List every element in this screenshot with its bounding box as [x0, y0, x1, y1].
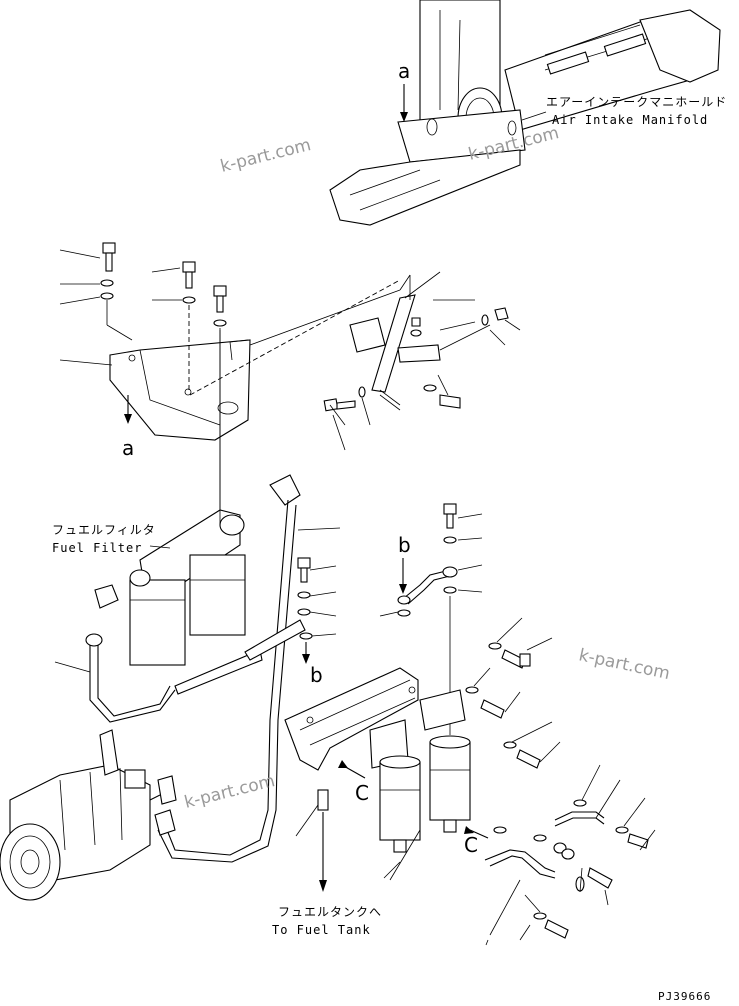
ref-b-top: b	[398, 533, 411, 594]
ref-a-bottom-label: a	[122, 436, 134, 460]
watermark-1: k-part.com	[218, 135, 313, 177]
bolt-mid-left: b	[297, 557, 337, 687]
manifold-label-en: Air Intake Manifold	[552, 113, 708, 127]
to-fuel-tank-arrow	[295, 789, 421, 892]
ref-c-right-label: C	[464, 833, 478, 857]
watermark-3: k-part.com	[577, 645, 672, 684]
fuel-hoses	[54, 499, 341, 863]
ref-a-top-label: a	[398, 59, 410, 83]
ref-c-right: C	[464, 826, 489, 857]
separator-bracket	[284, 667, 466, 771]
tank-label-en: To Fuel Tank	[272, 923, 371, 937]
water-separator-left	[379, 755, 421, 853]
ref-a-top: a	[398, 59, 410, 122]
watermark-4: k-part.com	[182, 771, 277, 813]
fuel-pipe-upper	[379, 503, 483, 735]
injection-pump	[0, 729, 177, 901]
ref-b-top-label: b	[398, 533, 411, 557]
leaders-upper-left	[59, 249, 182, 366]
ref-a-bottom: a	[122, 395, 134, 460]
filter-bracket	[109, 279, 401, 441]
support-bracket	[249, 271, 521, 451]
air-intake-manifold	[329, 0, 721, 226]
filter-label-jp: フュエルフィルタ	[52, 523, 156, 537]
bolt-upper-1	[100, 242, 133, 341]
fuel-pipe-lower	[484, 811, 605, 946]
manifold-label-jp: エアーインテークマニホールド	[546, 95, 727, 109]
drawing-code: PJ39666	[658, 990, 711, 1003]
ref-c-left: C	[338, 760, 369, 805]
fuel-filter-assembly	[94, 330, 301, 666]
ref-c-left-label: C	[355, 781, 369, 805]
tank-label-jp: フュエルタンクへ	[278, 905, 382, 919]
filter-label-en: Fuel Filter	[52, 541, 142, 555]
water-separator-right	[429, 735, 471, 833]
ref-b-bottom-label: b	[310, 663, 323, 687]
bolts-right	[465, 617, 656, 939]
bolt-upper-2	[182, 261, 196, 390]
